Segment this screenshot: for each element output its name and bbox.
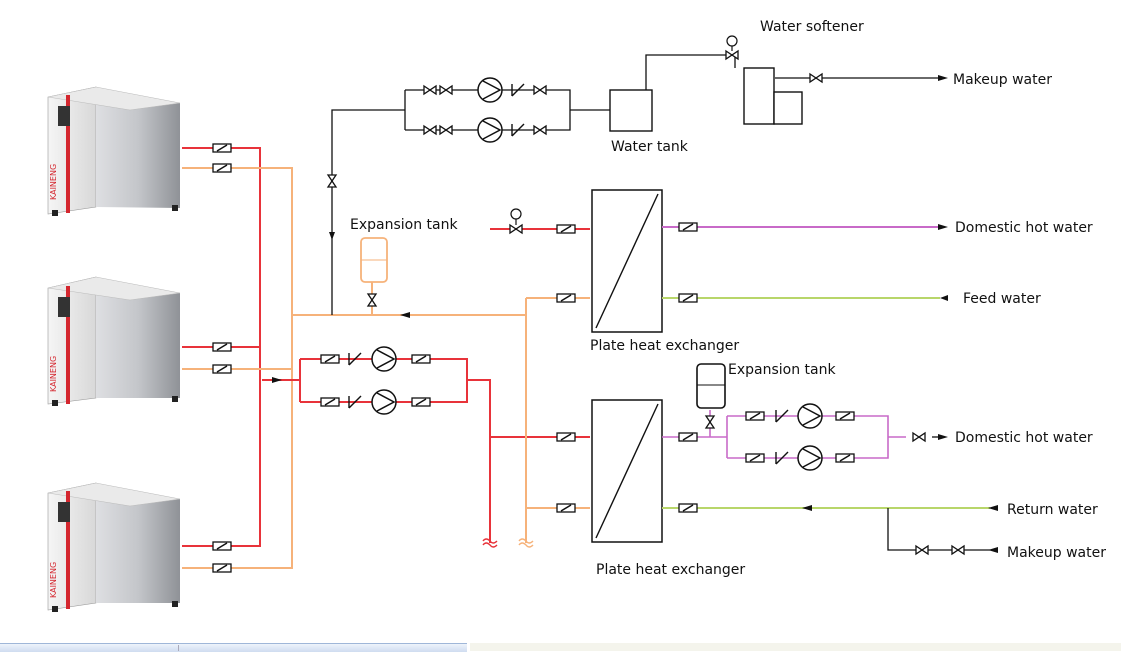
label-water-tank: Water tank (611, 139, 689, 155)
domestic-hot-water-line-2 (662, 410, 906, 459)
label-expansion-tank-1: Expansion tank (350, 217, 458, 233)
label-water-softener: Water softener (760, 19, 864, 35)
expansion-tank-2 (696, 363, 726, 409)
boiler-brand-2: KAINENG (49, 356, 58, 392)
label-plate-heat-exchanger-1: Plate heat exchanger (590, 338, 739, 354)
bottom-toolbar-separator (178, 645, 179, 651)
vertical-valves (326, 174, 716, 429)
label-plate-heat-exchanger-2: Plate heat exchanger (596, 562, 745, 578)
boiler-brand-3: KAINENG (49, 562, 58, 598)
label-makeup-water-top: Makeup water (953, 72, 1052, 88)
plate-heat-exchanger-2 (591, 399, 663, 543)
label-return-water: Return water (1007, 502, 1098, 518)
boiler-unit-1: KAINENG (47, 86, 181, 216)
water-softener-unit (743, 67, 803, 125)
water-tank (609, 89, 653, 132)
pipe-break-symbols (482, 538, 534, 548)
bottom-toolbar-strip (0, 643, 467, 652)
boiler-brand-1: KAINENG (49, 164, 58, 200)
boiler-unit-3: KAINENG (47, 482, 181, 612)
motorized-valve-indicators (510, 35, 738, 225)
boiler-unit-2: KAINENG (47, 276, 181, 406)
label-expansion-tank-2: Expansion tank (728, 362, 836, 378)
label-feed-water: Feed water (963, 291, 1041, 307)
label-domestic-hot-water-2: Domestic hot water (955, 430, 1093, 446)
label-makeup-water-bottom: Makeup water (1007, 545, 1106, 561)
bottom-status-strip (470, 643, 1121, 651)
expansion-tank-1 (360, 237, 388, 283)
flow-arrows (272, 75, 998, 553)
label-domestic-hot-water-1: Domestic hot water (955, 220, 1093, 236)
plate-heat-exchanger-1 (591, 189, 663, 333)
